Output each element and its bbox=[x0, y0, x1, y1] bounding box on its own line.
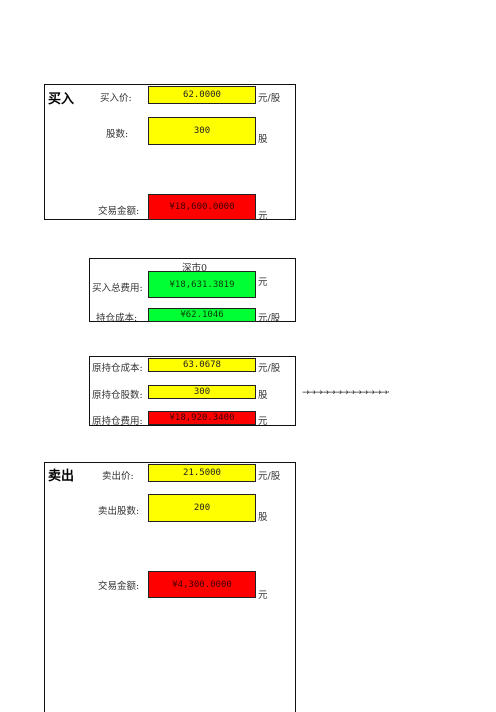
buy-price-unit: 元/股 bbox=[258, 93, 281, 104]
hold-cost-unit: 元/股 bbox=[258, 313, 281, 324]
hold-cost-value: ¥62.1046 bbox=[148, 308, 256, 322]
sell-amount-label: 交易金额: bbox=[98, 581, 140, 592]
buy-shares-label: 股数: bbox=[106, 129, 129, 140]
sell-shares-input[interactable]: 200 bbox=[148, 494, 256, 522]
sell-amount-unit: 元 bbox=[258, 590, 268, 601]
orig-fee-value: ¥18,920.3400 bbox=[148, 411, 256, 425]
sell-shares-unit: 股 bbox=[258, 512, 268, 523]
sell-price-input[interactable]: 21.5000 bbox=[148, 464, 256, 482]
sell-shares-label: 卖出股数: bbox=[98, 506, 140, 517]
orig-shares-label: 原持仓股数: bbox=[92, 390, 143, 401]
sell-title: 卖出 bbox=[48, 469, 75, 484]
buy-price-label: 买入价: bbox=[100, 93, 132, 104]
hold-cost-label: 持仓成本: bbox=[96, 313, 138, 324]
orig-fee-unit: 元 bbox=[258, 416, 268, 427]
arrow-row: →→→→→→→→→→→→→· bbox=[302, 388, 390, 398]
buy-shares-input[interactable]: 300 bbox=[148, 117, 256, 145]
sell-panel bbox=[44, 462, 296, 712]
sell-price-unit: 元/股 bbox=[258, 471, 281, 482]
original-panel bbox=[89, 356, 296, 426]
orig-cost-input[interactable]: 63.0678 bbox=[148, 358, 256, 372]
buy-title: 买入 bbox=[48, 92, 75, 107]
orig-shares-input[interactable]: 300 bbox=[148, 385, 256, 399]
buy-shares-unit: 股 bbox=[258, 134, 268, 145]
orig-cost-label: 原持仓成本: bbox=[92, 363, 143, 374]
buy-amount-value: ¥18,600.0000 bbox=[148, 194, 256, 220]
total-fee-value: ¥18,631.3819 bbox=[148, 271, 256, 298]
total-fee-unit: 元 bbox=[258, 277, 268, 288]
sell-price-label: 卖出价: bbox=[102, 471, 134, 482]
buy-amount-unit: 元 bbox=[258, 211, 268, 222]
orig-shares-unit: 股 bbox=[258, 390, 268, 401]
orig-fee-label: 原持仓费用: bbox=[92, 416, 143, 427]
total-fee-label: 买入总费用: bbox=[92, 283, 143, 294]
buy-price-input[interactable]: 62.0000 bbox=[148, 86, 256, 104]
market-label: 深市0 bbox=[182, 263, 208, 274]
sell-amount-value: ¥4,300.0000 bbox=[148, 571, 256, 598]
buy-amount-label: 交易金额: bbox=[98, 206, 140, 217]
orig-cost-unit: 元/股 bbox=[258, 363, 281, 374]
